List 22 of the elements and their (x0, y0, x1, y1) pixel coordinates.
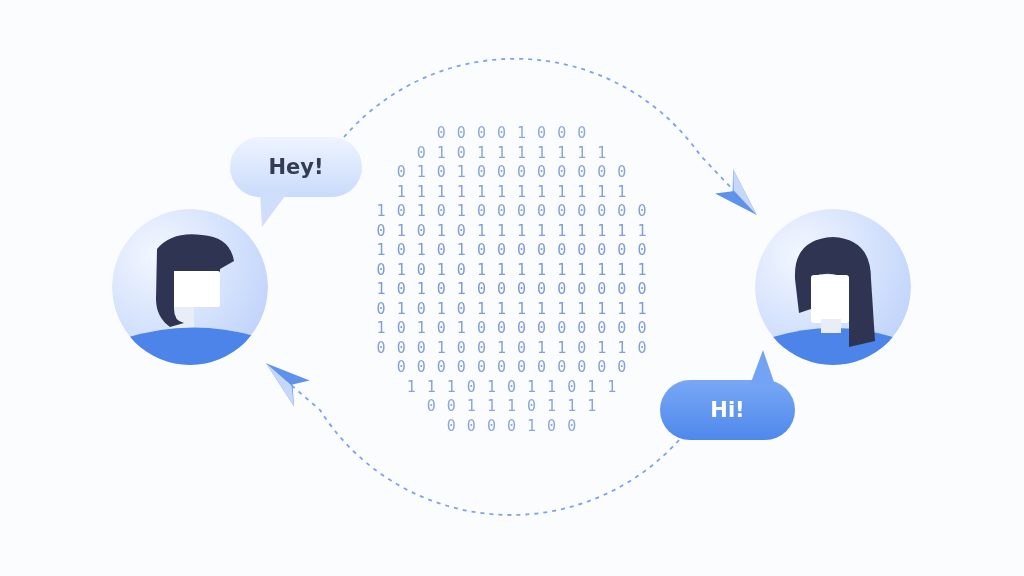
binary-digits-row: 0 0 0 1 0 0 1 0 1 1 0 1 1 0 (376, 338, 648, 357)
binary-digits-row: 1 0 1 0 1 0 0 0 0 0 0 0 0 0 (376, 280, 648, 298)
man-avatar (112, 209, 268, 365)
binary-digits-row: 0 1 0 1 0 1 1 1 1 1 1 1 1 1 (376, 260, 648, 279)
dashed-arrow-with-paper-plane (343, 58, 757, 215)
binary-digits-row: 0 1 0 1 1 1 1 1 1 1 (416, 143, 608, 162)
binary-digits-row: 0 0 1 1 1 0 1 1 1 (426, 397, 598, 415)
binary-digits-row: 1 0 1 0 1 0 0 0 0 0 0 0 0 0 (376, 202, 648, 220)
binary-digits-row: 0 1 0 1 0 1 1 1 1 1 1 1 1 1 (376, 221, 648, 240)
greeting-text: Hi! (710, 398, 745, 422)
binary-digits-row: 0 0 0 0 0 0 0 0 0 0 0 0 (396, 358, 628, 376)
binary-digits-row: 0 0 0 0 1 0 0 (446, 416, 578, 435)
woman-avatar (755, 209, 911, 365)
binary-digits-row: 0 1 0 1 0 0 0 0 0 0 0 0 (396, 163, 628, 181)
binary-digits-row: 1 1 1 0 1 0 1 1 0 1 1 (406, 377, 618, 396)
dashed-arrow-with-paper-plane (266, 363, 680, 516)
binary-digits-row: 1 0 1 0 1 0 0 0 0 0 0 0 0 0 (376, 241, 648, 259)
binary-digits-row: 0 0 0 0 1 0 0 0 (436, 124, 588, 142)
binary-digits-row: 1 1 1 1 1 1 1 1 1 1 1 1 (396, 182, 628, 201)
greeting-text: Hey! (268, 155, 324, 179)
binary-digits-row: 1 0 1 0 1 0 0 0 0 0 0 0 0 0 (376, 319, 648, 337)
binary-digits-row: 0 1 0 1 0 1 1 1 1 1 1 1 1 1 (376, 299, 648, 318)
